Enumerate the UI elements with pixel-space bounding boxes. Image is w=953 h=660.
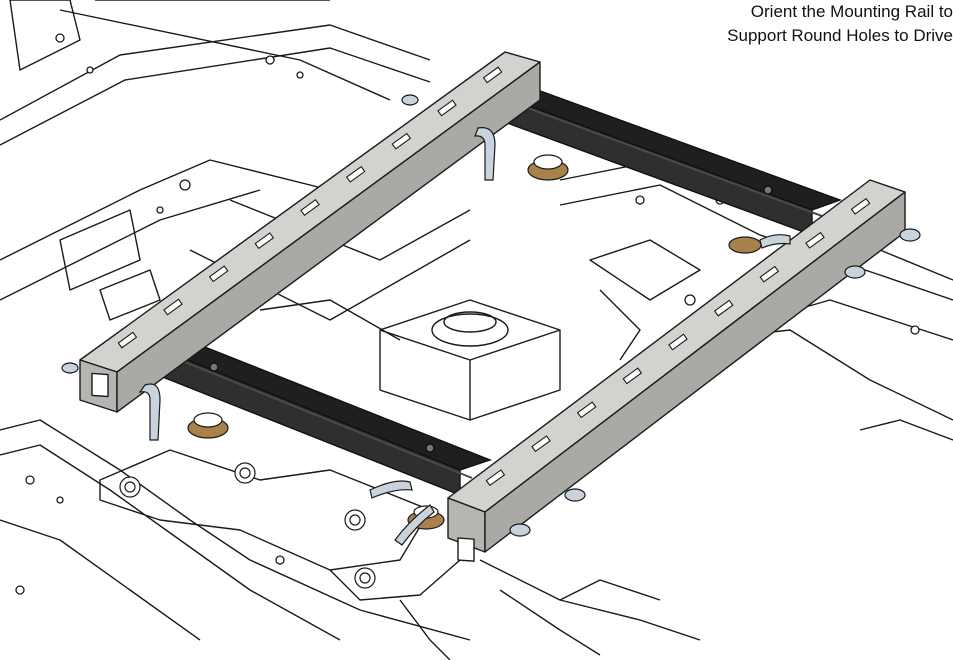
rail-slot <box>254 232 275 250</box>
rail-slot <box>850 197 871 215</box>
rail-slot <box>668 333 688 351</box>
rail-slot <box>482 66 503 84</box>
rail-slot <box>117 331 138 349</box>
rail-slot <box>531 435 551 453</box>
hitch-pins <box>61 94 921 546</box>
instruction-annotation: Orient the Mounting Rail to Support Roun… <box>613 0 953 48</box>
rail-slot <box>345 165 366 183</box>
frame-holes <box>15 33 920 595</box>
right-mounting-rail <box>447 179 906 562</box>
rail-slot <box>713 299 734 317</box>
annotation-line-1: Orient the Mounting Rail to <box>750 2 953 21</box>
rail-slot <box>805 231 825 249</box>
frame-bolts <box>119 154 762 589</box>
mounting-rails <box>79 51 906 562</box>
rail-slot <box>437 99 457 117</box>
rail-slot <box>622 367 643 385</box>
rail-slot <box>163 298 183 316</box>
rail-slots <box>117 66 871 487</box>
lower-crossbar <box>147 337 493 471</box>
rail-slot <box>485 469 506 487</box>
rail-slot <box>576 401 597 419</box>
rail-slot <box>300 199 320 216</box>
rail-slot <box>391 132 412 150</box>
annotation-line-2: Support Round Holes to Drive <box>727 26 953 45</box>
rail-slot <box>208 265 229 283</box>
left-mounting-rail <box>79 51 541 413</box>
rail-slot <box>759 265 780 283</box>
